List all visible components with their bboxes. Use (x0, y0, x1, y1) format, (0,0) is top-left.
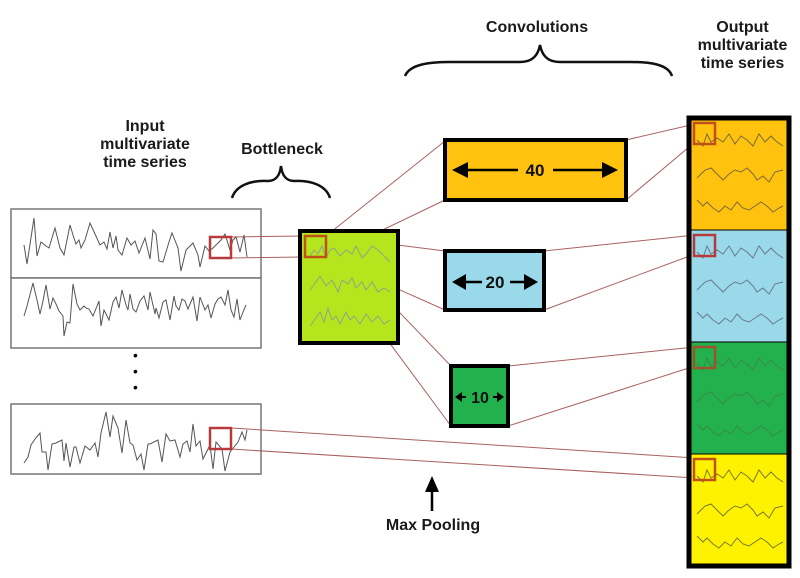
connector (230, 256, 305, 259)
connector (230, 448, 696, 479)
max-pooling-arrow (425, 476, 439, 511)
output-series-line (696, 279, 784, 295)
arrow-left-icon (452, 162, 468, 178)
bottleneck-box[interactable] (298, 229, 400, 345)
output-series-line (696, 356, 784, 371)
connector (543, 234, 696, 252)
output-window-highlight-4[interactable] (692, 457, 717, 482)
bottleneck-block (298, 229, 400, 345)
connector (507, 365, 696, 427)
input-title-line1: Input (125, 118, 165, 135)
output-window-highlight-2[interactable] (692, 233, 717, 258)
max-pooling-label: Max Pooling (385, 517, 481, 534)
output-title-line3: time series (700, 55, 785, 72)
output-series-column (686, 115, 792, 569)
output-series-line (696, 535, 784, 549)
output-series-line (696, 391, 784, 407)
output-window-highlight-1[interactable] (692, 121, 717, 146)
conv-kernel-40: 40 (443, 138, 628, 202)
connector (230, 427, 696, 459)
arrow-right-icon (602, 162, 618, 178)
input-series-box-2 (10, 277, 262, 349)
output-series-line (696, 503, 784, 519)
input-window-highlight-n[interactable] (208, 426, 233, 451)
conv-kernel-20: 20 (443, 249, 546, 312)
input-title-line3: time series (103, 154, 187, 171)
output-series-line (696, 167, 784, 183)
input-series-line-2 (23, 282, 247, 337)
conv-kernel-10: 10 (449, 364, 510, 428)
output-series-line (696, 244, 784, 259)
output-series-line (696, 468, 784, 483)
input-window-highlight-1[interactable] (208, 235, 233, 260)
arrow-right-icon (497, 392, 504, 402)
input-series-group: ••• (10, 208, 262, 475)
output-series-line (696, 311, 784, 325)
connector (325, 140, 446, 237)
conv-kernel-size-10: 10 (471, 390, 489, 407)
convolutions-brace (403, 44, 674, 77)
arrow-left-icon (452, 274, 466, 290)
arrow-up-icon (425, 476, 439, 492)
arrow-left-icon (455, 392, 462, 402)
connector (625, 141, 696, 201)
bottleneck-series-1 (309, 244, 391, 263)
connector (543, 253, 696, 311)
output-series-title: Output multivariate time series (685, 19, 800, 73)
bottleneck-brace (230, 165, 332, 199)
input-title-line2: multivariate (100, 136, 190, 153)
conv-kernel-size-20: 20 (486, 273, 505, 292)
output-series-line (696, 423, 784, 437)
bottleneck-series-2 (309, 275, 391, 294)
bottleneck-title: Bottleneck (241, 141, 323, 158)
ellipsis-dots: ••• (133, 347, 138, 395)
conv-kernel-size-40: 40 (526, 161, 545, 180)
bottleneck-series-3 (309, 306, 391, 327)
arrow-right-icon (524, 274, 538, 290)
bottleneck-window-highlight[interactable] (303, 234, 328, 259)
output-series-line (696, 132, 784, 147)
output-column-border (686, 115, 792, 569)
output-title-line1: Output (716, 19, 769, 36)
output-window-highlight-3[interactable] (692, 345, 717, 370)
output-title-line2: multivariate (697, 37, 788, 54)
input-series-box-n (10, 403, 262, 475)
output-series-line (696, 199, 784, 213)
output-waveforms (696, 132, 784, 549)
input-series-title: Input multivariate time series (90, 118, 200, 172)
connector (230, 235, 305, 238)
convolutions-title: Convolutions (485, 19, 589, 36)
connector (507, 346, 696, 367)
connector (625, 123, 696, 141)
